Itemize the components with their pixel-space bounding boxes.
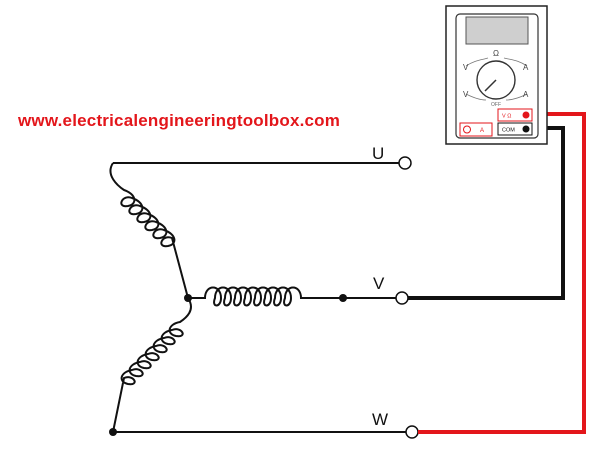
terminal-w-label: W (372, 410, 389, 429)
volt-ohm-jack (522, 111, 530, 119)
multimeter: Ω V V A A OFF A V Ω COM (445, 5, 548, 145)
amp-jack (463, 125, 471, 134)
volt-ohm-jack-label: V Ω (502, 114, 511, 120)
winding-w (109, 297, 407, 436)
dial-pointer (484, 79, 497, 92)
winding-v (188, 286, 398, 307)
terminal-w-circle (405, 425, 419, 439)
site-url: www.electricalengineeringtoolbox.com (18, 111, 341, 130)
terminal-u-label: U (372, 144, 385, 163)
dial-a-symbol-top: A (523, 63, 529, 72)
black-probe-lead (408, 126, 565, 300)
junction-dot-w (109, 428, 117, 436)
dial-v-symbol-top: V (463, 63, 469, 72)
volt-ohm-jack-box (497, 108, 533, 122)
winding-u (109, 162, 405, 299)
terminal-v-label: V (373, 274, 385, 293)
junction-dot-v (339, 294, 347, 302)
star-point-dot (184, 294, 192, 302)
red-probe-lead (418, 112, 586, 434)
com-jack-box (497, 122, 533, 136)
dial-a-symbol-bottom: A (523, 90, 529, 99)
terminal-v-circle (395, 291, 409, 305)
dial-off-label: OFF (491, 102, 501, 108)
amp-jack-label: A (480, 128, 484, 134)
terminal-u-circle (398, 156, 412, 170)
dial-ohm-symbol: Ω (493, 49, 499, 58)
multimeter-display (465, 16, 529, 45)
com-jack (522, 125, 530, 133)
com-jack-label: COM (502, 128, 515, 134)
dial-v-symbol-bottom: V (463, 90, 469, 99)
